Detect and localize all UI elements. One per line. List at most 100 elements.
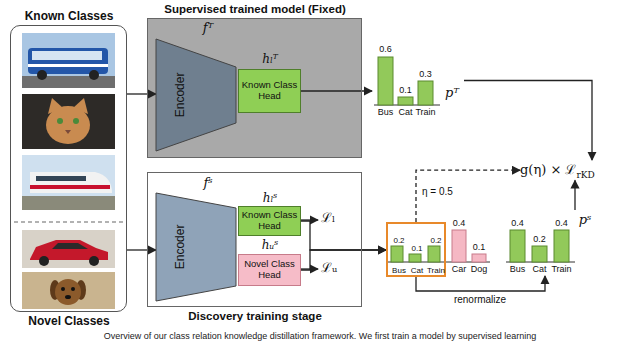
chart-label: Car — [452, 264, 467, 274]
car-photo — [89, 256, 99, 266]
node-text: Novel Classes — [28, 315, 109, 329]
node-text: Bus — [392, 266, 406, 275]
node-text: 0.1 — [411, 244, 422, 253]
connector-arrow — [574, 180, 575, 210]
node-text: rKD — [576, 170, 594, 180]
student-bars — [472, 254, 486, 262]
chart-label: 0.1 — [399, 85, 412, 95]
node-title: Known Classes — [25, 10, 114, 24]
connector-arrow — [127, 249, 156, 250]
known-head-box: hₗᵀKnown Class Head — [238, 69, 301, 113]
teacher-bars — [374, 57, 440, 105]
connector-arrow — [416, 276, 545, 291]
chart-label: Dog — [471, 264, 488, 274]
dog-photo — [22, 272, 115, 309]
bus-photo — [37, 70, 47, 80]
encoder-trapezoid: fˢEncoder — [156, 193, 236, 301]
chart-label: Train — [415, 107, 435, 117]
encoder-shape — [156, 39, 236, 151]
dog-photo — [22, 272, 115, 309]
bus-photo — [28, 48, 108, 74]
node-title: pᵀ — [445, 86, 459, 101]
chart-label: Train — [551, 264, 571, 274]
car-photo — [52, 243, 88, 249]
renormalized-bars — [510, 230, 525, 262]
cat-photo — [65, 130, 71, 134]
connector-arrow — [301, 250, 386, 270]
node-title: Supervised trained model (Fixed) — [164, 3, 345, 16]
teacher-bars — [378, 57, 393, 105]
train-photo — [36, 176, 86, 181]
bus-photo — [32, 51, 102, 60]
student-bars — [452, 230, 466, 262]
node-title: g(η) × ℒ — [520, 163, 576, 178]
node-title: 0.2 — [393, 236, 404, 245]
node-text: Encoder — [174, 73, 188, 118]
chart-label: Cat — [532, 264, 546, 274]
node-text: Known Class Head — [241, 210, 298, 232]
teacher-model-box: Supervised trained model (Fixed)fᵀEncode… — [147, 18, 362, 158]
node-title: fᵀ — [203, 21, 213, 36]
chart-label: 0.1 — [473, 242, 486, 252]
known-head-box: hₗˢKnown Class Head — [238, 206, 301, 236]
known-class-highlight: 0.20.10.2BusCatTrain — [386, 222, 446, 277]
node-title: hₗˢ — [263, 192, 278, 206]
connector-arrow — [416, 170, 520, 222]
train-photo — [30, 172, 112, 193]
chart-label: Bus — [378, 107, 394, 117]
bus-photo — [28, 64, 108, 67]
cat-photo — [73, 118, 79, 124]
train-photo — [22, 155, 115, 210]
node-title: fˢ — [203, 176, 212, 191]
loss-term: g(η) × ℒrKD — [520, 160, 595, 180]
node-text: Known Class Head — [241, 80, 298, 102]
node-text: Encoder — [174, 225, 188, 270]
cat-photo — [46, 106, 90, 144]
bus-photo — [22, 76, 115, 88]
cat-photo — [57, 118, 63, 124]
bus-photo — [89, 70, 99, 80]
chart-label: 0.6 — [379, 44, 392, 54]
connector-arrow — [301, 221, 386, 250]
bus-photo — [22, 33, 115, 88]
chart-label: 0.4 — [555, 218, 568, 228]
renormalized-bars — [554, 230, 569, 262]
dog-photo — [61, 287, 65, 291]
class-panel: Known ClassesNovel Classes — [10, 25, 127, 312]
car-photo — [22, 230, 115, 268]
bus-photo — [22, 33, 115, 88]
node-title: hᵤˢ — [262, 239, 279, 253]
chart-label: 0.4 — [511, 218, 524, 228]
student-bars — [409, 254, 421, 262]
car-photo — [22, 230, 115, 268]
teacher-bars — [418, 81, 433, 105]
train-photo — [22, 196, 115, 210]
renormalized-bars — [532, 246, 547, 262]
teacher-fill — [147, 18, 362, 158]
node-text: Cat — [411, 266, 423, 275]
node-title: Discovery training stage — [188, 310, 322, 323]
train-photo — [22, 155, 115, 210]
chart-label: 0.4 — [453, 218, 466, 228]
node-text: 0.2 — [430, 236, 441, 245]
edge-label: η = 0.5 — [421, 186, 454, 198]
cat-photo — [22, 94, 115, 149]
edge-label: renormalize — [453, 294, 507, 306]
student-bars — [391, 246, 403, 262]
cat-photo — [22, 94, 115, 149]
dog-photo — [65, 295, 71, 299]
discovery-stage-box: Discovery training stagefˢEncoderhₗˢKnow… — [147, 172, 362, 307]
dog-photo — [71, 287, 75, 291]
student-bars — [388, 230, 490, 262]
car-photo — [39, 256, 49, 266]
node-text: Novel Class Head — [241, 259, 298, 281]
encoder-shape — [156, 193, 236, 301]
chart-label: Cat — [398, 107, 412, 117]
node-title: pˢ — [579, 213, 592, 228]
encoder-shape — [156, 193, 236, 301]
renormalized-bars — [506, 230, 575, 262]
connector-arrow — [464, 81, 592, 161]
chart-label: 0.3 — [419, 69, 432, 79]
teacher-bars — [398, 97, 413, 105]
